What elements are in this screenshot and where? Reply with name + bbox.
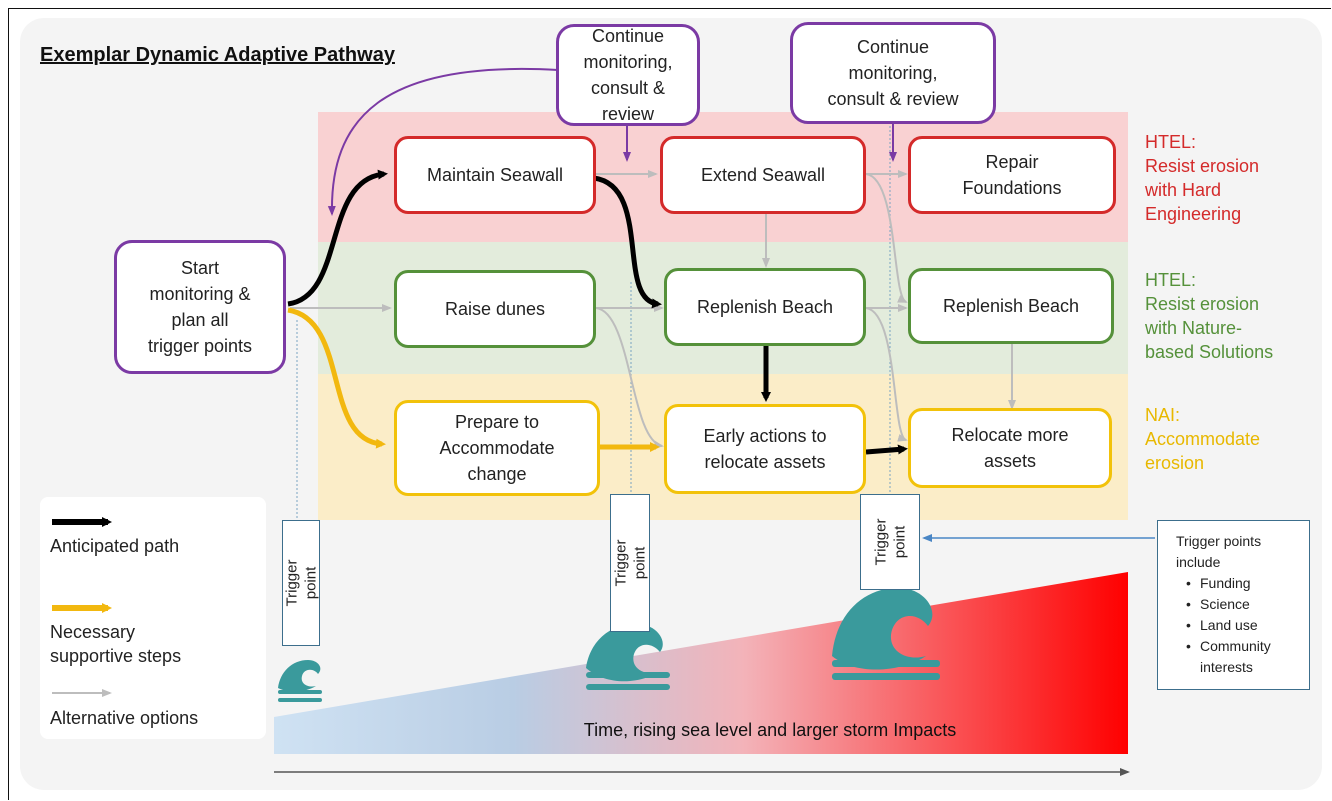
alt-arrow-dunes-to-early (595, 307, 664, 449)
anticipated-arrow-early-to-relocate (865, 444, 908, 455)
nature-based-label: HTEL: Resist erosion with Nature- based … (1145, 270, 1274, 362)
legend-panel (40, 497, 266, 739)
anticipated-arrow-maintain-to-replenish (593, 175, 662, 309)
legend-supportive-label: Necessary supportive steps (50, 622, 182, 666)
diagram-title: Exemplar Dynamic Adaptive Pathway (40, 44, 395, 66)
hard-engineering-label: HTEL: Resist erosion with Hard Engineeri… (1145, 132, 1260, 224)
review-box-1: Continue monitoring, consult & review (556, 24, 700, 126)
trigger-note-item: Land use (1186, 615, 1301, 636)
legend-alternative-label: Alternative options (50, 708, 199, 728)
trigger-point-3: Trigger point (860, 494, 920, 590)
trigger-point-1-label: Trigger point (283, 559, 319, 607)
trigger-point-2-label: Trigger point (612, 539, 648, 587)
review-box-2: Continue monitoring, consult & review (790, 22, 996, 124)
prepare-accommodate-box: Prepare to Accommodate change (394, 400, 600, 496)
figure-frame (8, 8, 1331, 800)
trigger-point-1: Trigger point (282, 520, 320, 646)
start-monitoring-box: Start monitoring & plan all trigger poin… (114, 240, 286, 374)
repair-foundations-box: Repair Foundations (908, 136, 1116, 214)
maintain-seawall-box: Maintain Seawall (394, 136, 596, 214)
trigger-note-item: Funding (1186, 573, 1301, 594)
alt-arrow-replenish-to-relocate (865, 307, 908, 442)
trigger-point-3-label: Trigger point (872, 518, 908, 566)
early-actions-box: Early actions to relocate assets (664, 404, 866, 494)
storm-impact-wedge (274, 572, 1128, 754)
anticipated-arrow-start-to-maintain (287, 169, 388, 307)
time-axis-label: Time, rising sea level and larger storm … (583, 720, 957, 740)
wave-icon-large (832, 587, 940, 680)
trigger-note-item: Community interests (1186, 636, 1301, 678)
raise-dunes-box: Raise dunes (394, 270, 596, 348)
trigger-point-2: Trigger point (610, 494, 650, 632)
relocate-more-box: Relocate more assets (908, 408, 1112, 488)
review-arrow-to-start-pathway (327, 67, 559, 216)
trigger-note-item: Science (1186, 594, 1301, 615)
trigger-points-note: Trigger points include Funding Science L… (1157, 520, 1310, 690)
replenish-beach-box-1: Replenish Beach (664, 268, 866, 346)
trigger-note-heading: Trigger points include (1176, 533, 1262, 570)
wave-icon-small (278, 660, 322, 702)
legend-anticipated-label: Anticipated path (50, 536, 180, 556)
replenish-beach-box-2: Replenish Beach (908, 268, 1114, 344)
extend-seawall-box: Extend Seawall (660, 136, 866, 214)
wave-icon-medium (586, 623, 670, 690)
accommodate-label: NAI: Accommodate erosion (1145, 405, 1261, 473)
alt-arrow-extend-to-replenish-2 (865, 173, 908, 303)
support-arrow-start-to-prepare (287, 307, 386, 449)
trigger-note-list: Funding Science Land use Community inter… (1176, 573, 1301, 678)
